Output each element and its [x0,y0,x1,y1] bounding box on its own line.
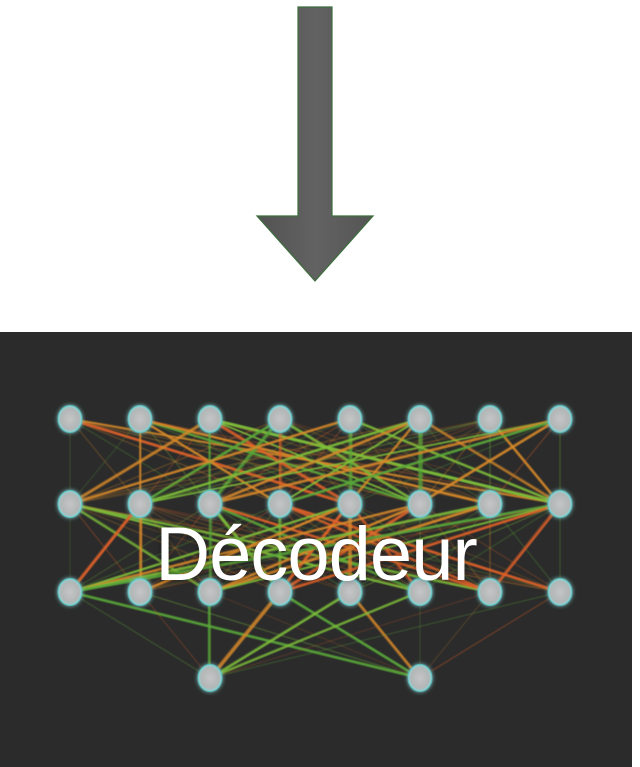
network-edge [489,418,561,505]
network-edge [419,591,561,679]
network-edge [70,418,212,505]
network-edge [488,503,560,593]
network-node [547,577,573,607]
network-edge [69,503,352,593]
network-node [407,663,433,693]
network-node [57,404,83,434]
network-edge [138,418,561,505]
network-edge [69,418,281,505]
network-node [477,489,503,519]
network-node [197,663,223,693]
network-edge [419,503,561,593]
network-edge [210,591,353,679]
decoder-label: Décodeur [155,512,478,597]
network-node [197,404,223,434]
network-edge [139,591,211,679]
network-edge [209,417,562,506]
network-node [127,577,153,607]
network-node [267,577,293,607]
network-edge [69,418,491,505]
network-node [547,404,573,434]
network-edge [280,502,563,594]
network-node [197,577,223,607]
network-edge [349,503,561,593]
network-edge [209,503,561,593]
network-edge [207,590,280,680]
network-edge [69,502,142,594]
network-edge [207,591,420,679]
network-edge [278,417,561,506]
network-edge [69,591,211,679]
neural-network-diagram [57,404,573,693]
network-edge [489,502,563,594]
network-node [477,577,503,607]
network-edge [69,418,141,505]
network-node [267,489,293,519]
network-node [127,404,153,434]
network-edge [209,591,491,679]
network-node [547,489,573,519]
network-edge [68,502,562,594]
network-edge [417,417,560,506]
network-edge [68,502,421,594]
network-node [57,489,83,519]
network-edge [67,502,490,594]
network-node [267,404,293,434]
network-node [407,404,433,434]
network-node [337,404,363,434]
network-edge [69,503,281,593]
network-node [477,404,503,434]
network-edge [209,591,561,679]
network-edge [349,418,561,505]
network-node [337,489,363,519]
down-arrow-icon [255,6,375,282]
network-edges [67,417,563,680]
network-node [57,577,83,607]
network-edge [69,418,561,505]
network-node [407,577,433,607]
network-node [337,577,363,607]
network-node [407,489,433,519]
network-edge [210,590,283,680]
network-edge [67,417,351,506]
network-nodes [57,404,573,693]
decoder-panel: Décodeur [0,332,632,767]
network-edge [419,591,491,679]
down-arrow-area [0,0,640,332]
network-edge [69,503,211,593]
network-node [197,489,223,519]
network-edge [69,418,421,505]
network-edge [139,503,561,593]
network-node [127,489,153,519]
